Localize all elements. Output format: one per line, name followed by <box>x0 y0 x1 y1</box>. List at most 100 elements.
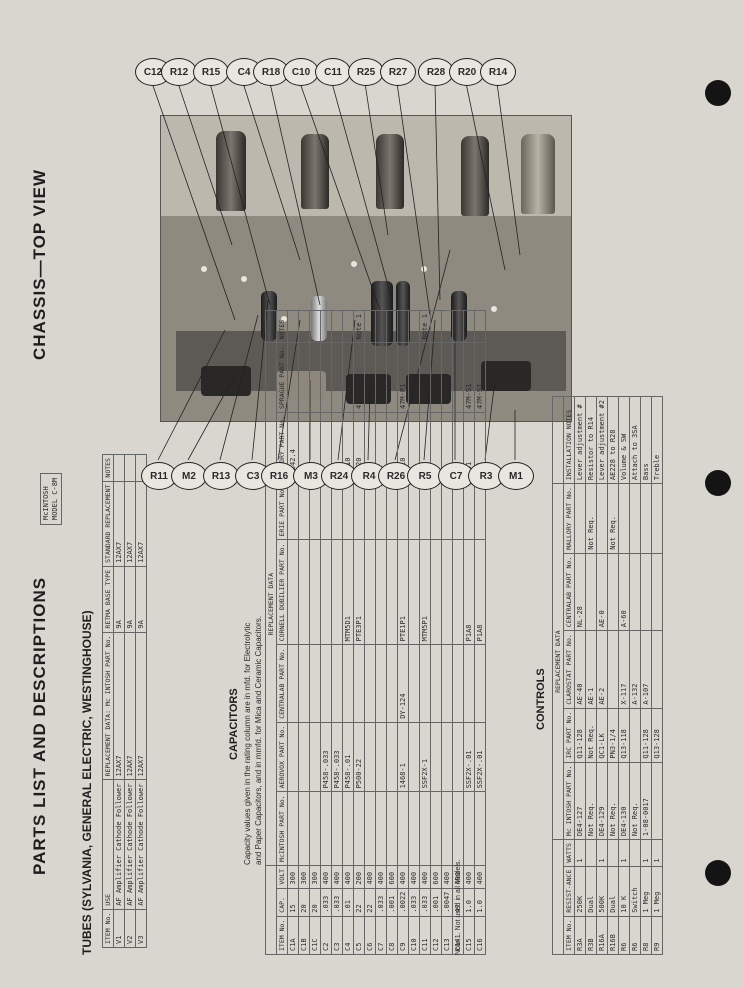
col-header: NOTES <box>276 310 288 343</box>
table-cell: A-107 <box>640 630 652 709</box>
table-cell: 12AX7 <box>124 481 136 567</box>
callout-label: R12 <box>161 58 197 86</box>
table-cell <box>342 791 354 866</box>
table-cell <box>629 839 641 867</box>
table-cell: 400 <box>474 865 486 889</box>
table-cell: SSF2X-1 <box>419 722 431 792</box>
table-cell: 400 <box>320 865 332 889</box>
table-cell <box>320 482 332 540</box>
table-cell <box>430 482 442 540</box>
table-cell: 1 <box>596 839 608 867</box>
table-cell: R3A <box>574 916 586 955</box>
table-cell: AE-0 <box>596 553 608 631</box>
table-cell <box>419 482 431 540</box>
table-cell: Not Req. <box>585 762 597 840</box>
table-cell: AE-2 <box>596 630 608 709</box>
table-cell <box>474 644 486 723</box>
table-cell <box>331 540 343 645</box>
table-cell: .033 <box>331 888 343 917</box>
replacement-header: REPLACEMENT DATA <box>265 342 277 866</box>
table-cell: .033 <box>320 888 332 917</box>
table-cell: 47M-S1 <box>474 342 486 413</box>
capacitors-intro-1: Capacity values given in the rating colu… <box>243 622 252 865</box>
chassis-photo <box>160 115 572 422</box>
col-header: McINTOSH PART No. <box>276 791 288 866</box>
table-cell: C9 <box>397 916 409 955</box>
table-cell <box>441 540 453 645</box>
table-cell <box>375 342 387 413</box>
table-cell <box>629 708 641 763</box>
table-cell: C16 <box>474 916 486 955</box>
table-cell <box>320 310 332 343</box>
col-header: USE <box>102 779 114 910</box>
table-cell: .0022 <box>397 888 409 917</box>
table-cell <box>386 482 398 540</box>
table-cell: Not Req. <box>585 483 597 554</box>
table-cell: R6 <box>629 916 641 955</box>
table-cell: 12AX7 <box>113 632 125 780</box>
table-cell: Treble <box>651 396 663 484</box>
callout-label: R5 <box>407 462 443 490</box>
table-cell: 400 <box>419 865 431 889</box>
table-cell: 600 <box>386 865 398 889</box>
table-cell: Not Req. <box>585 708 597 763</box>
binder-hole <box>705 80 731 106</box>
table-cell <box>463 482 475 540</box>
table-cell <box>419 342 431 413</box>
table-cell <box>651 553 663 631</box>
table-cell <box>298 722 310 792</box>
table-cell <box>441 791 453 866</box>
table-cell: Q11-128 <box>574 708 586 763</box>
table-cell <box>342 310 354 343</box>
table-cell <box>386 791 398 866</box>
table-cell <box>452 540 464 645</box>
table-cell <box>331 791 343 866</box>
table-cell: QC1-LK <box>596 708 608 763</box>
table-cell: C1C <box>309 916 321 955</box>
table-cell: 200 <box>353 865 365 889</box>
table-cell: 12AX7 <box>135 632 147 780</box>
table-cell: 1.0 <box>463 888 475 917</box>
table-cell <box>441 722 453 792</box>
table-cell <box>287 482 299 540</box>
table-cell: C10 <box>408 916 420 955</box>
table-cell: AE228 to R28 <box>607 396 619 484</box>
table-cell <box>386 310 398 343</box>
callout-label: R14 <box>480 58 516 86</box>
table-cell: P500-22 <box>353 722 365 792</box>
table-cell <box>287 310 299 343</box>
callout-label: R13 <box>203 462 239 490</box>
table-cell: PTE1P1 <box>397 540 409 645</box>
table-cell: 9A <box>124 566 136 633</box>
table-cell: C12 <box>430 916 442 955</box>
col-header: SPRAGUE PART No. <box>276 342 288 413</box>
table-cell <box>386 342 398 413</box>
table-cell: Volume & SW <box>618 396 630 484</box>
table-cell: C11 <box>419 916 431 955</box>
table-cell <box>309 482 321 540</box>
table-cell <box>419 644 431 723</box>
col-header: CORNELL DUBILIER PART No. <box>276 540 288 645</box>
callout-label: R20 <box>449 58 485 86</box>
table-cell <box>408 482 420 540</box>
table-cell: C15 <box>463 916 475 955</box>
table-cell: 1 Meg <box>640 866 652 917</box>
callout-label: R18 <box>253 58 289 86</box>
table-cell <box>375 310 387 343</box>
table-cell: 1-08-0017 <box>640 762 652 840</box>
table-cell: SSF2X-.01 <box>474 722 486 792</box>
col-header: REPLACEMENT DATA: Mc INTOSH PART No. <box>102 632 114 780</box>
table-cell: R8 <box>640 916 652 955</box>
table-cell: 1 <box>574 839 586 867</box>
table-cell: 20 <box>298 888 310 917</box>
table-cell <box>298 310 310 343</box>
table-cell: AF Amplifier Cathode Follower <box>113 779 125 910</box>
table-cell <box>309 342 321 413</box>
table-cell <box>629 483 641 554</box>
col-header: VOLT <box>276 865 288 889</box>
table-cell <box>298 644 310 723</box>
